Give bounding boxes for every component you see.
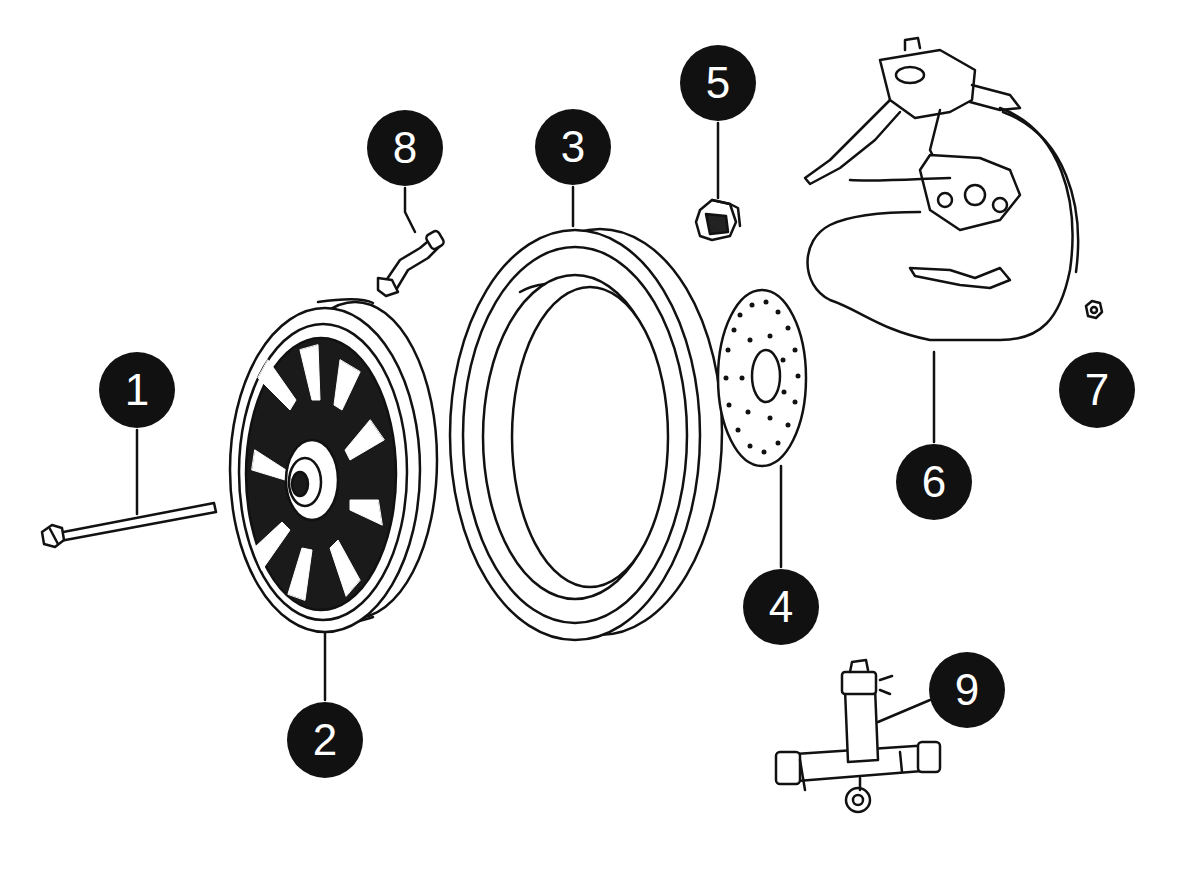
wheel-rim	[230, 299, 437, 632]
axle	[42, 503, 216, 547]
leader-lines	[137, 123, 934, 722]
callout-circle: 4	[743, 569, 819, 645]
callout-number: 8	[393, 126, 417, 170]
callout-number: 3	[561, 125, 585, 169]
callout-circle: 7	[1059, 352, 1135, 428]
brake-disc	[718, 290, 806, 466]
callout-circle: 3	[535, 109, 611, 185]
callout-number: 5	[706, 61, 730, 105]
callout-number: 1	[125, 368, 149, 412]
callout-number: 6	[922, 460, 946, 504]
callout-circle: 6	[896, 444, 972, 520]
callout-number: 2	[313, 718, 337, 762]
valve-stem	[378, 230, 445, 296]
callout-number: 4	[769, 585, 793, 629]
callout-circle: 2	[287, 702, 363, 778]
t-fitting	[776, 660, 940, 812]
brake-assembly	[805, 38, 1078, 340]
callout-number: 7	[1085, 368, 1109, 412]
callout-circle: 1	[99, 352, 175, 428]
nut	[1086, 301, 1102, 318]
brake-pad	[696, 200, 740, 240]
callout-circle: 8	[367, 110, 443, 186]
tire	[450, 229, 722, 640]
callout-number: 9	[955, 668, 979, 712]
callout-circle: 9	[929, 652, 1005, 728]
callout-circle: 5	[680, 45, 756, 121]
